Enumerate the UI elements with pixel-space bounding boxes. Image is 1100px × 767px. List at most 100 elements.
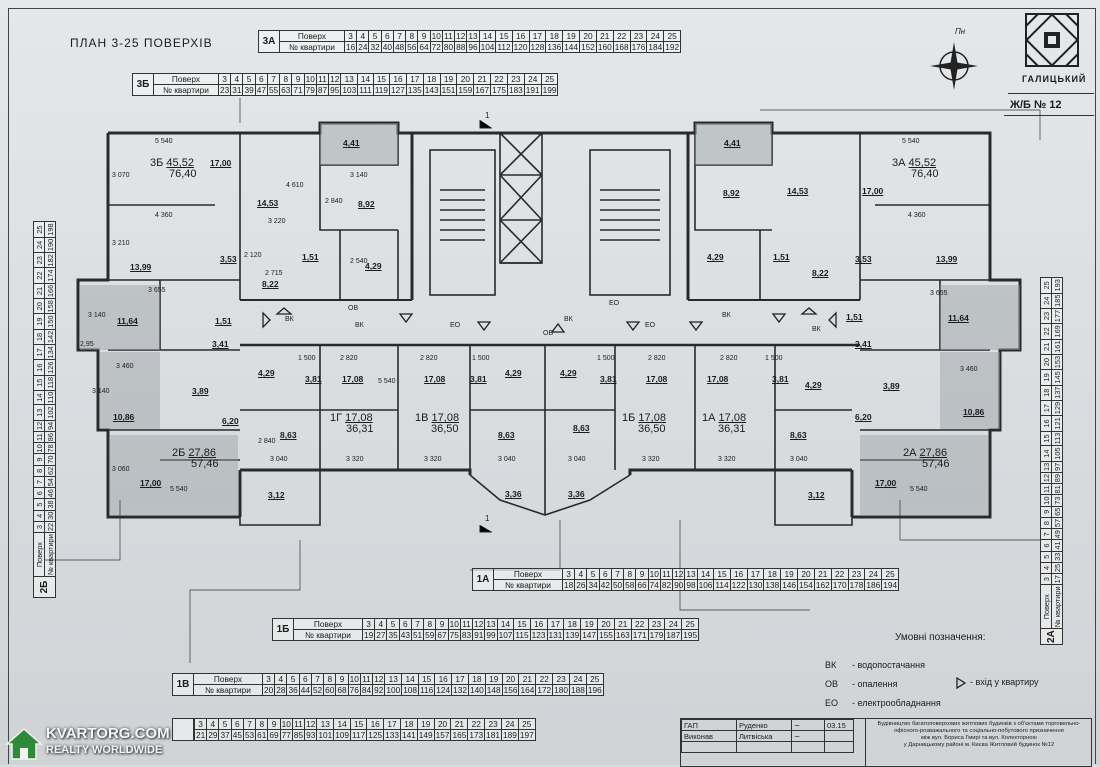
apartment-code: 3А: [892, 157, 906, 169]
floor-cell: 6: [254, 73, 268, 85]
apartment-code: 1Б: [622, 412, 636, 424]
apartment-cell: 195: [681, 629, 700, 641]
project-description-line: Будівництво багатоповерхових житлових бу…: [877, 721, 1081, 727]
dimension: 2 840: [258, 438, 276, 445]
floor-cell: 17: [1040, 400, 1052, 416]
apartment-cell: 36: [286, 684, 300, 696]
floor-cell: 16: [1040, 415, 1052, 432]
apartment-cell: 67: [435, 629, 449, 641]
apartment-label: № квартири: [279, 41, 345, 53]
floor-cell: 7: [310, 673, 325, 685]
apartment-cell: 182: [44, 252, 56, 268]
apartment-label-1B: 1Б 17,08 36,50: [622, 413, 666, 435]
dimension: 3 320: [346, 456, 364, 463]
apartment-cell: 45: [230, 729, 244, 741]
floor-cell: 21: [613, 618, 632, 630]
apartment-cell: 29: [206, 729, 220, 741]
apartment-label-1G: 1Г 17,08 36,31: [330, 413, 374, 435]
floor-cell: 11: [441, 30, 456, 42]
room-area: 1,51: [302, 252, 319, 262]
floor-cell: 19: [416, 718, 435, 730]
apartment-cell: 72: [429, 41, 443, 53]
floor-cell: 8: [33, 465, 45, 477]
floor-cell: 18: [33, 329, 45, 345]
apartment-cell: 149: [416, 729, 435, 741]
apartment-cell: 68: [335, 684, 349, 696]
floor-cell: 9: [267, 718, 281, 730]
floor-cell: 12: [454, 30, 468, 42]
apartment-cell: 124: [434, 684, 453, 696]
dimension: 3 140: [92, 388, 110, 395]
table-code: 3А: [258, 30, 280, 53]
room-area: 3,81: [772, 374, 789, 384]
apartment-cell: 16: [343, 41, 358, 53]
floor-cell: 13: [466, 30, 480, 42]
room-area: 17,00: [875, 478, 897, 488]
floor-cell: 12: [672, 568, 686, 580]
utility-mark-vk: ВК: [812, 326, 821, 333]
apartment-cell: 76: [347, 684, 361, 696]
apartment-cell: 140: [467, 684, 486, 696]
floor-cell: 20: [33, 298, 45, 314]
apartment-code: 2А: [903, 447, 917, 459]
apartment-cell: 49: [1051, 528, 1063, 540]
apartment-cell: 91: [472, 629, 486, 641]
floor-cell: 13: [484, 618, 498, 630]
floor-cell: 25: [33, 221, 45, 238]
apartment-cell: 95: [328, 84, 342, 96]
floor-cell: 22: [1040, 323, 1052, 340]
dimension: 4 610: [286, 182, 304, 189]
apartment-cell: 113: [1051, 431, 1063, 446]
room-area: 8,92: [723, 188, 740, 198]
floor-cell: 18: [763, 568, 782, 580]
room-area: 3,89: [192, 386, 209, 396]
apartment-cell: 61: [255, 729, 269, 741]
floor-cell: 19: [439, 73, 458, 85]
dimension: 5 540: [170, 486, 188, 493]
apartment-cell: 82: [659, 579, 674, 591]
dimension: 2 715: [265, 270, 283, 277]
name: Руденко: [736, 719, 792, 731]
room-area: 3,41: [855, 339, 872, 349]
dimension: 3 040: [790, 456, 808, 463]
apartment-cell: 66: [635, 579, 649, 591]
apartment-total-area: 76,40: [911, 168, 939, 180]
dimension: 3 320: [424, 456, 442, 463]
floor-cell: 14: [1040, 445, 1052, 462]
apartment-cell: 22: [44, 521, 56, 533]
apartment-cell: 108: [401, 684, 420, 696]
floor-cell: 21: [813, 568, 832, 580]
room-area: 14,53: [787, 186, 809, 196]
apartment-cell: 144: [562, 41, 581, 53]
floor-cell: 12: [33, 420, 45, 432]
floor-cell: 17: [528, 30, 547, 42]
apartment-cell: 104: [478, 41, 497, 53]
floor-label: Поверх: [33, 532, 45, 577]
floor-cell: 14: [696, 568, 715, 580]
floor-cell: 14: [357, 73, 374, 85]
section-mark: 1: [485, 514, 490, 523]
apartment-cell: 121: [1051, 415, 1063, 432]
apartment-cell: 130: [746, 579, 765, 591]
legend-title: Умовні позначення:: [895, 632, 986, 643]
room-area: 10,86: [963, 407, 985, 417]
room-area: 3,81: [470, 374, 487, 384]
apartment-cell: 44: [298, 684, 312, 696]
room-area: 4,29: [505, 368, 522, 378]
room-area: 3,81: [600, 374, 617, 384]
floor-cell: 5: [242, 73, 256, 85]
apartment-cell: 137: [1051, 385, 1063, 401]
apartment-cell: 115: [513, 629, 531, 641]
floor-cell: 9: [291, 73, 305, 85]
floor-cell: 21: [518, 673, 537, 685]
floor-cell: 12: [328, 73, 342, 85]
apartment-cell: 125: [366, 729, 385, 741]
floor-cell: 18: [1040, 385, 1052, 401]
floor-cell: 20: [433, 718, 452, 730]
apartment-cell: 188: [569, 684, 587, 696]
floor-cell: 4: [206, 718, 220, 730]
apartment-cell: 62: [44, 465, 56, 477]
dimension: 1 500: [765, 355, 783, 362]
